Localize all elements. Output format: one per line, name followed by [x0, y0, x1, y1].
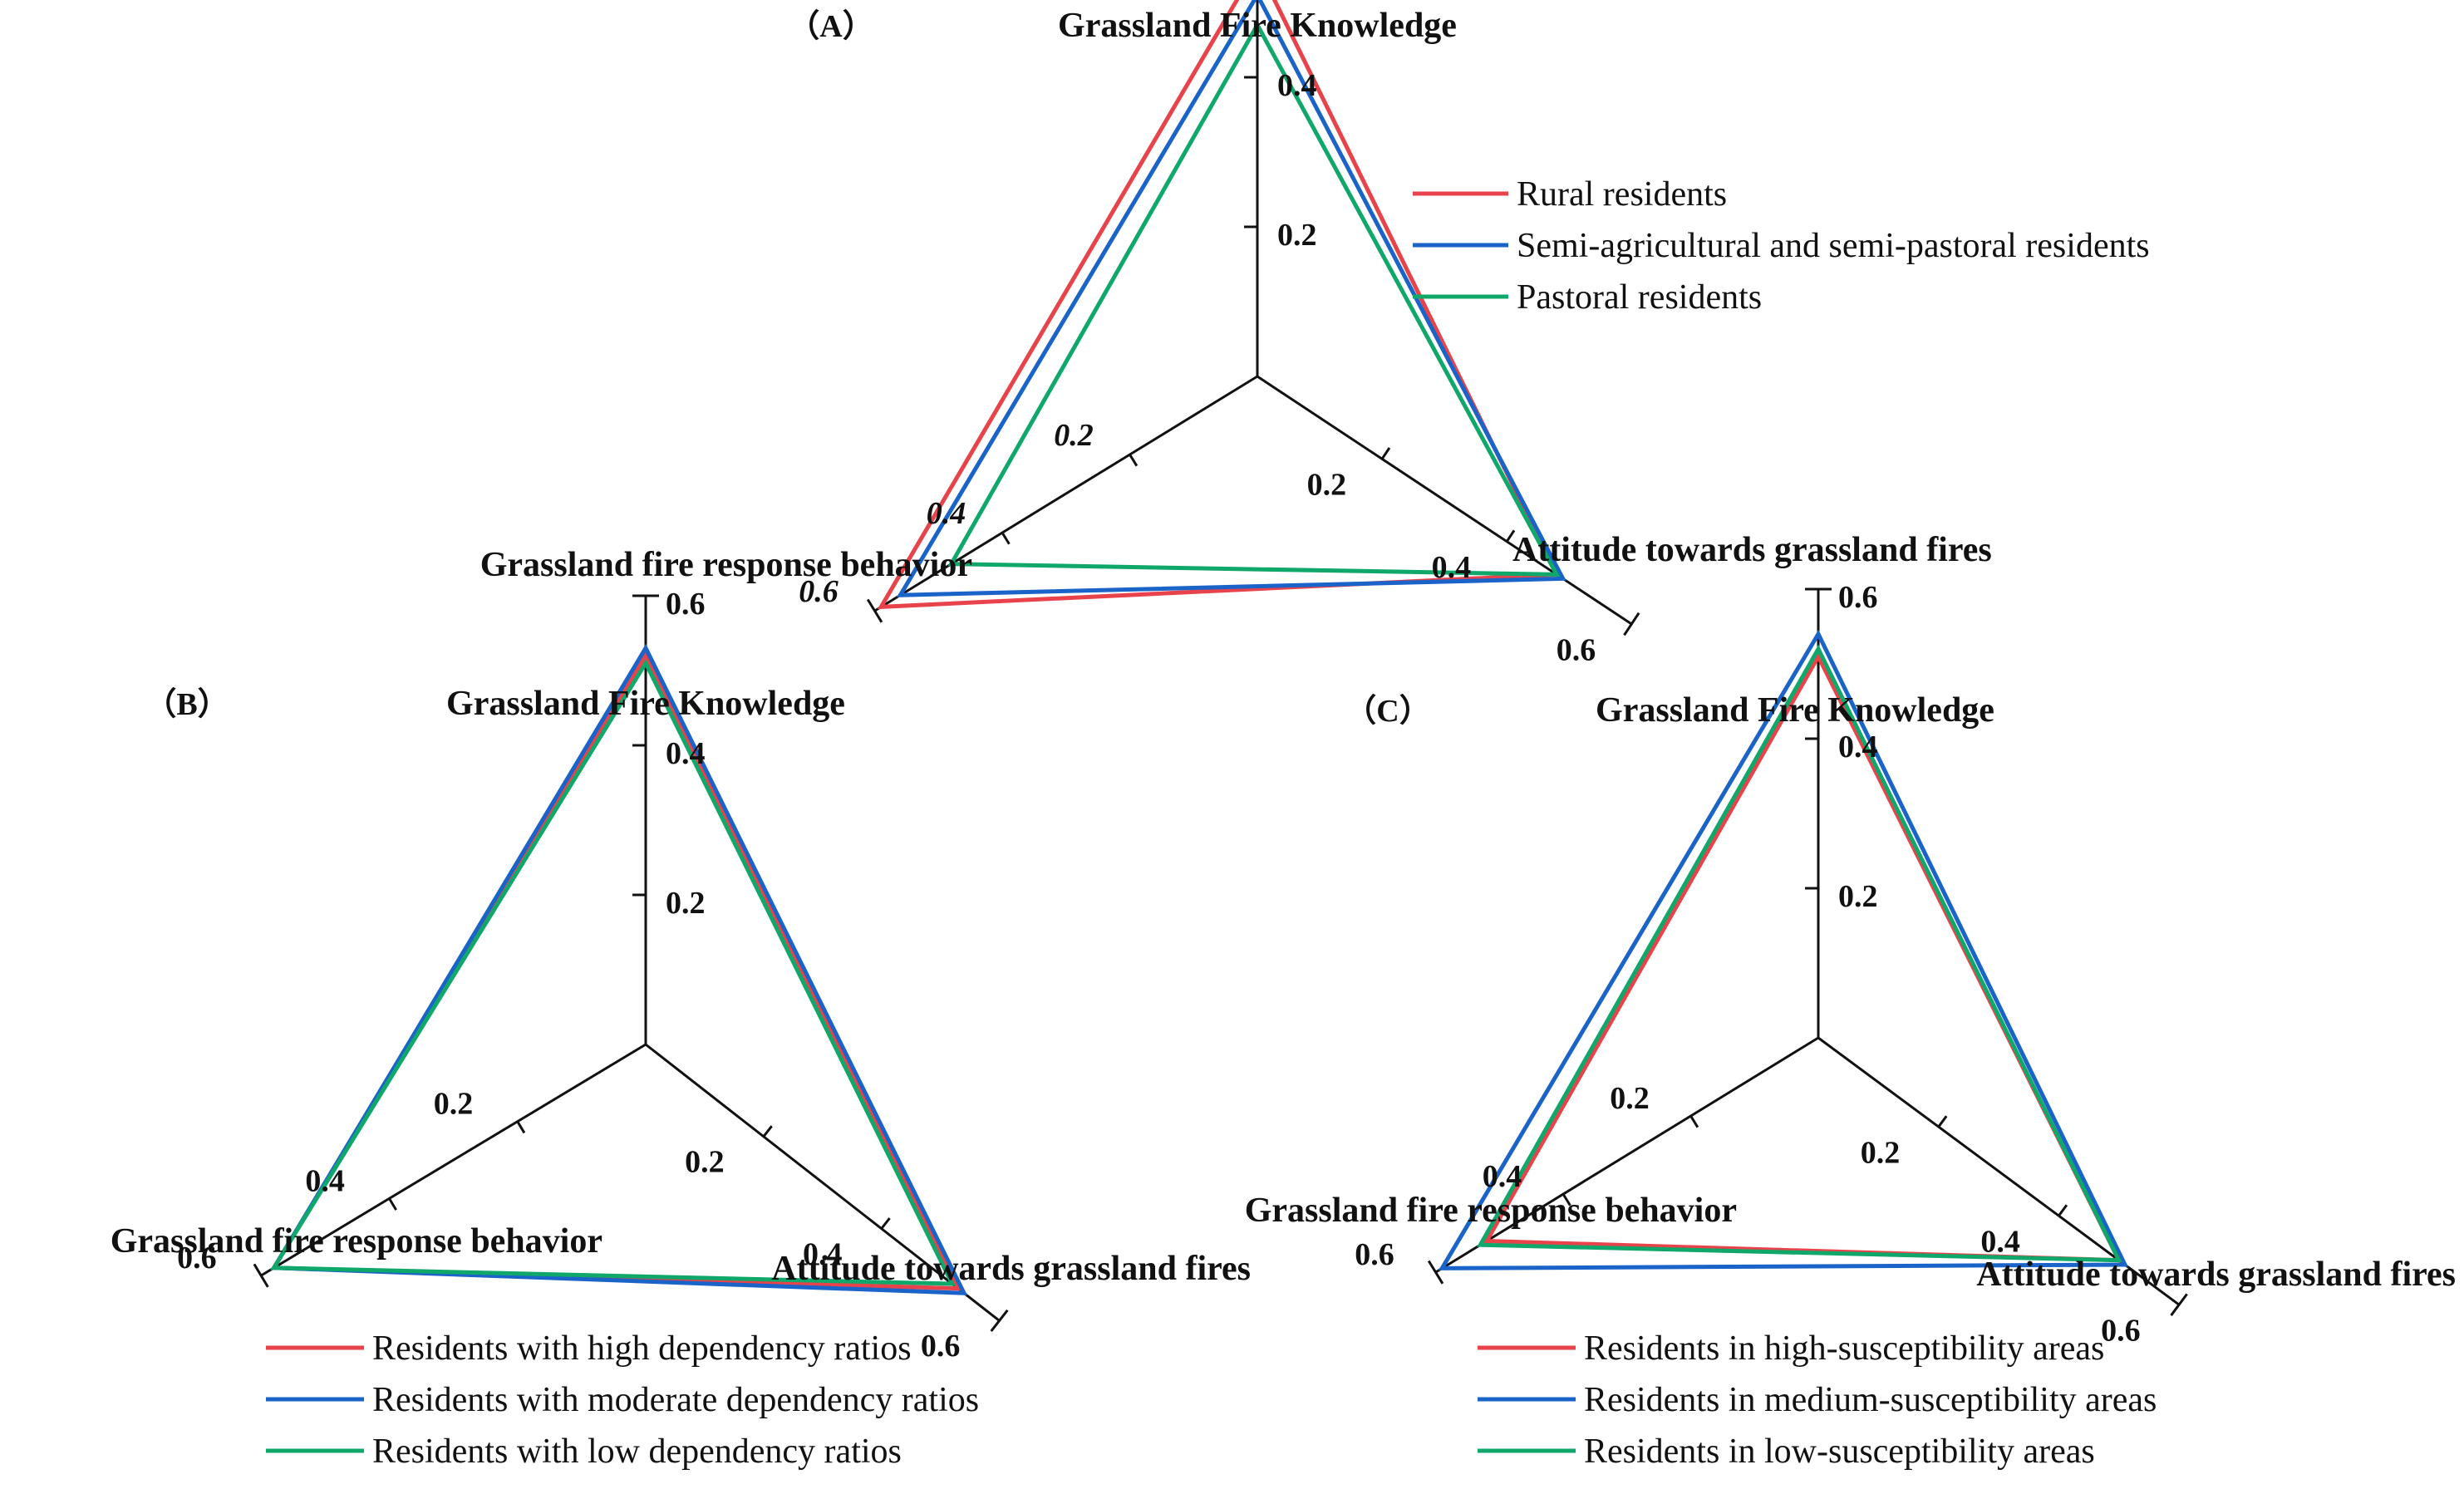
legend-label: Residents in high-susceptibility areas: [1584, 1329, 2104, 1368]
axis-end-tick: [1623, 612, 1640, 636]
tick-label: 0.6: [2101, 1314, 2141, 1349]
tick-label: 0.6: [177, 1241, 217, 1275]
axis-tick: [516, 1120, 526, 1134]
tick-label: 0.6: [1838, 580, 1878, 615]
tick-label: 0.4: [927, 496, 966, 531]
tick-label: 0.2: [1054, 418, 1094, 453]
axis-tick: [1129, 454, 1139, 467]
axis-tick: [1689, 1115, 1699, 1128]
axis-line: [1257, 375, 1633, 626]
axis-tick: [2058, 1204, 2068, 1217]
tick-label: 0.4: [1483, 1159, 1522, 1194]
tick-label: 0.4: [666, 736, 706, 771]
axis-title: Attitude towards grassland fires: [1976, 1256, 2456, 1294]
tick-label: 0.6: [666, 587, 706, 622]
series-line: [877, 0, 1561, 610]
series-line: [270, 651, 962, 1291]
series-line: [896, 0, 1566, 597]
tick-label: 0.4: [1980, 1224, 2020, 1259]
axis-title: Attitude towards grassland fires: [1512, 531, 1992, 569]
axis-title: Grassland fire response behavior: [480, 546, 972, 584]
tick-label: 0.4: [305, 1163, 345, 1198]
panel-label: （A）: [788, 9, 873, 44]
radar-panel-c: [1427, 587, 2188, 1453]
axis-end-tick: [253, 1263, 269, 1288]
panel-label: （C）: [1345, 694, 1430, 729]
legend-label: Residents in medium-susceptibility areas: [1584, 1381, 2157, 1419]
axis-tick: [1380, 447, 1391, 460]
tick-label: 0.6: [1355, 1237, 1394, 1272]
tick-label: 0.4: [1277, 68, 1317, 103]
tick-label: 0.2: [1307, 468, 1347, 503]
legend-label: Residents with high dependency ratios: [372, 1329, 912, 1368]
tick-label: 0.4: [1838, 730, 1878, 764]
axis-end-tick: [1427, 1260, 1444, 1285]
tick-label: 0.6: [799, 574, 839, 609]
series-line: [1438, 629, 2128, 1270]
series-line: [1483, 651, 2122, 1263]
axis-tick: [1562, 1193, 1571, 1206]
tick-label: 0.2: [1838, 879, 1878, 914]
axis-title: Grassland Fire Knowledge: [1596, 691, 1994, 730]
axis-tick: [880, 1217, 891, 1230]
series-line: [270, 658, 956, 1286]
axis-end-tick: [990, 1309, 1009, 1332]
series-line: [1477, 644, 2122, 1263]
tick-label: 0.2: [1610, 1081, 1650, 1116]
legend-label: Rural residents: [1517, 175, 1727, 214]
legend-label: Residents with moderate dependency ratio…: [372, 1381, 979, 1419]
axis-title: Grassland fire response behavior: [1245, 1192, 1737, 1230]
axis-tick: [1937, 1115, 1948, 1128]
axis-line: [1434, 1036, 1819, 1274]
axis-end-tick: [866, 598, 883, 623]
legend-label: Pastoral residents: [1517, 278, 1762, 317]
panel-label: （B）: [145, 687, 229, 722]
axis-tick: [388, 1197, 397, 1211]
axis-line: [645, 1043, 1001, 1322]
tick-label: 0.2: [1861, 1135, 1901, 1170]
radar-panel-b: [253, 594, 1009, 1453]
series-line: [947, 20, 1561, 577]
tick-label: 0.6: [921, 1329, 961, 1364]
legend-label: Residents with low dependency ratios: [372, 1432, 902, 1471]
axis-end-tick: [2170, 1293, 2188, 1316]
axis-tick: [762, 1125, 773, 1138]
axis-tick: [1001, 532, 1011, 545]
axis-line: [873, 375, 1258, 612]
axis-title: Grassland Fire Knowledge: [1058, 7, 1457, 45]
tick-label: 0.4: [803, 1236, 843, 1271]
tick-label: 0.6: [1557, 632, 1596, 667]
axis-title: Grassland fire response behavior: [111, 1222, 602, 1260]
axis-title: Grassland Fire Knowledge: [446, 685, 845, 723]
tick-label: 0.2: [434, 1087, 474, 1122]
series-line: [270, 643, 968, 1295]
legend-label: Residents in low-susceptibility areas: [1584, 1432, 2095, 1471]
tick-label: 0.4: [1432, 550, 1472, 585]
radar-panel-a: [866, 0, 1640, 636]
tick-label: 0.2: [1277, 218, 1317, 253]
tick-label: 0.2: [666, 886, 706, 921]
axis-line: [260, 1043, 647, 1277]
legend-label: Semi-agricultural and semi-pastoral resi…: [1517, 227, 2150, 265]
axis-tick: [1505, 529, 1516, 543]
axis-title: Attitude towards grassland fires: [771, 1250, 1251, 1288]
tick-label: 0.2: [685, 1145, 725, 1180]
